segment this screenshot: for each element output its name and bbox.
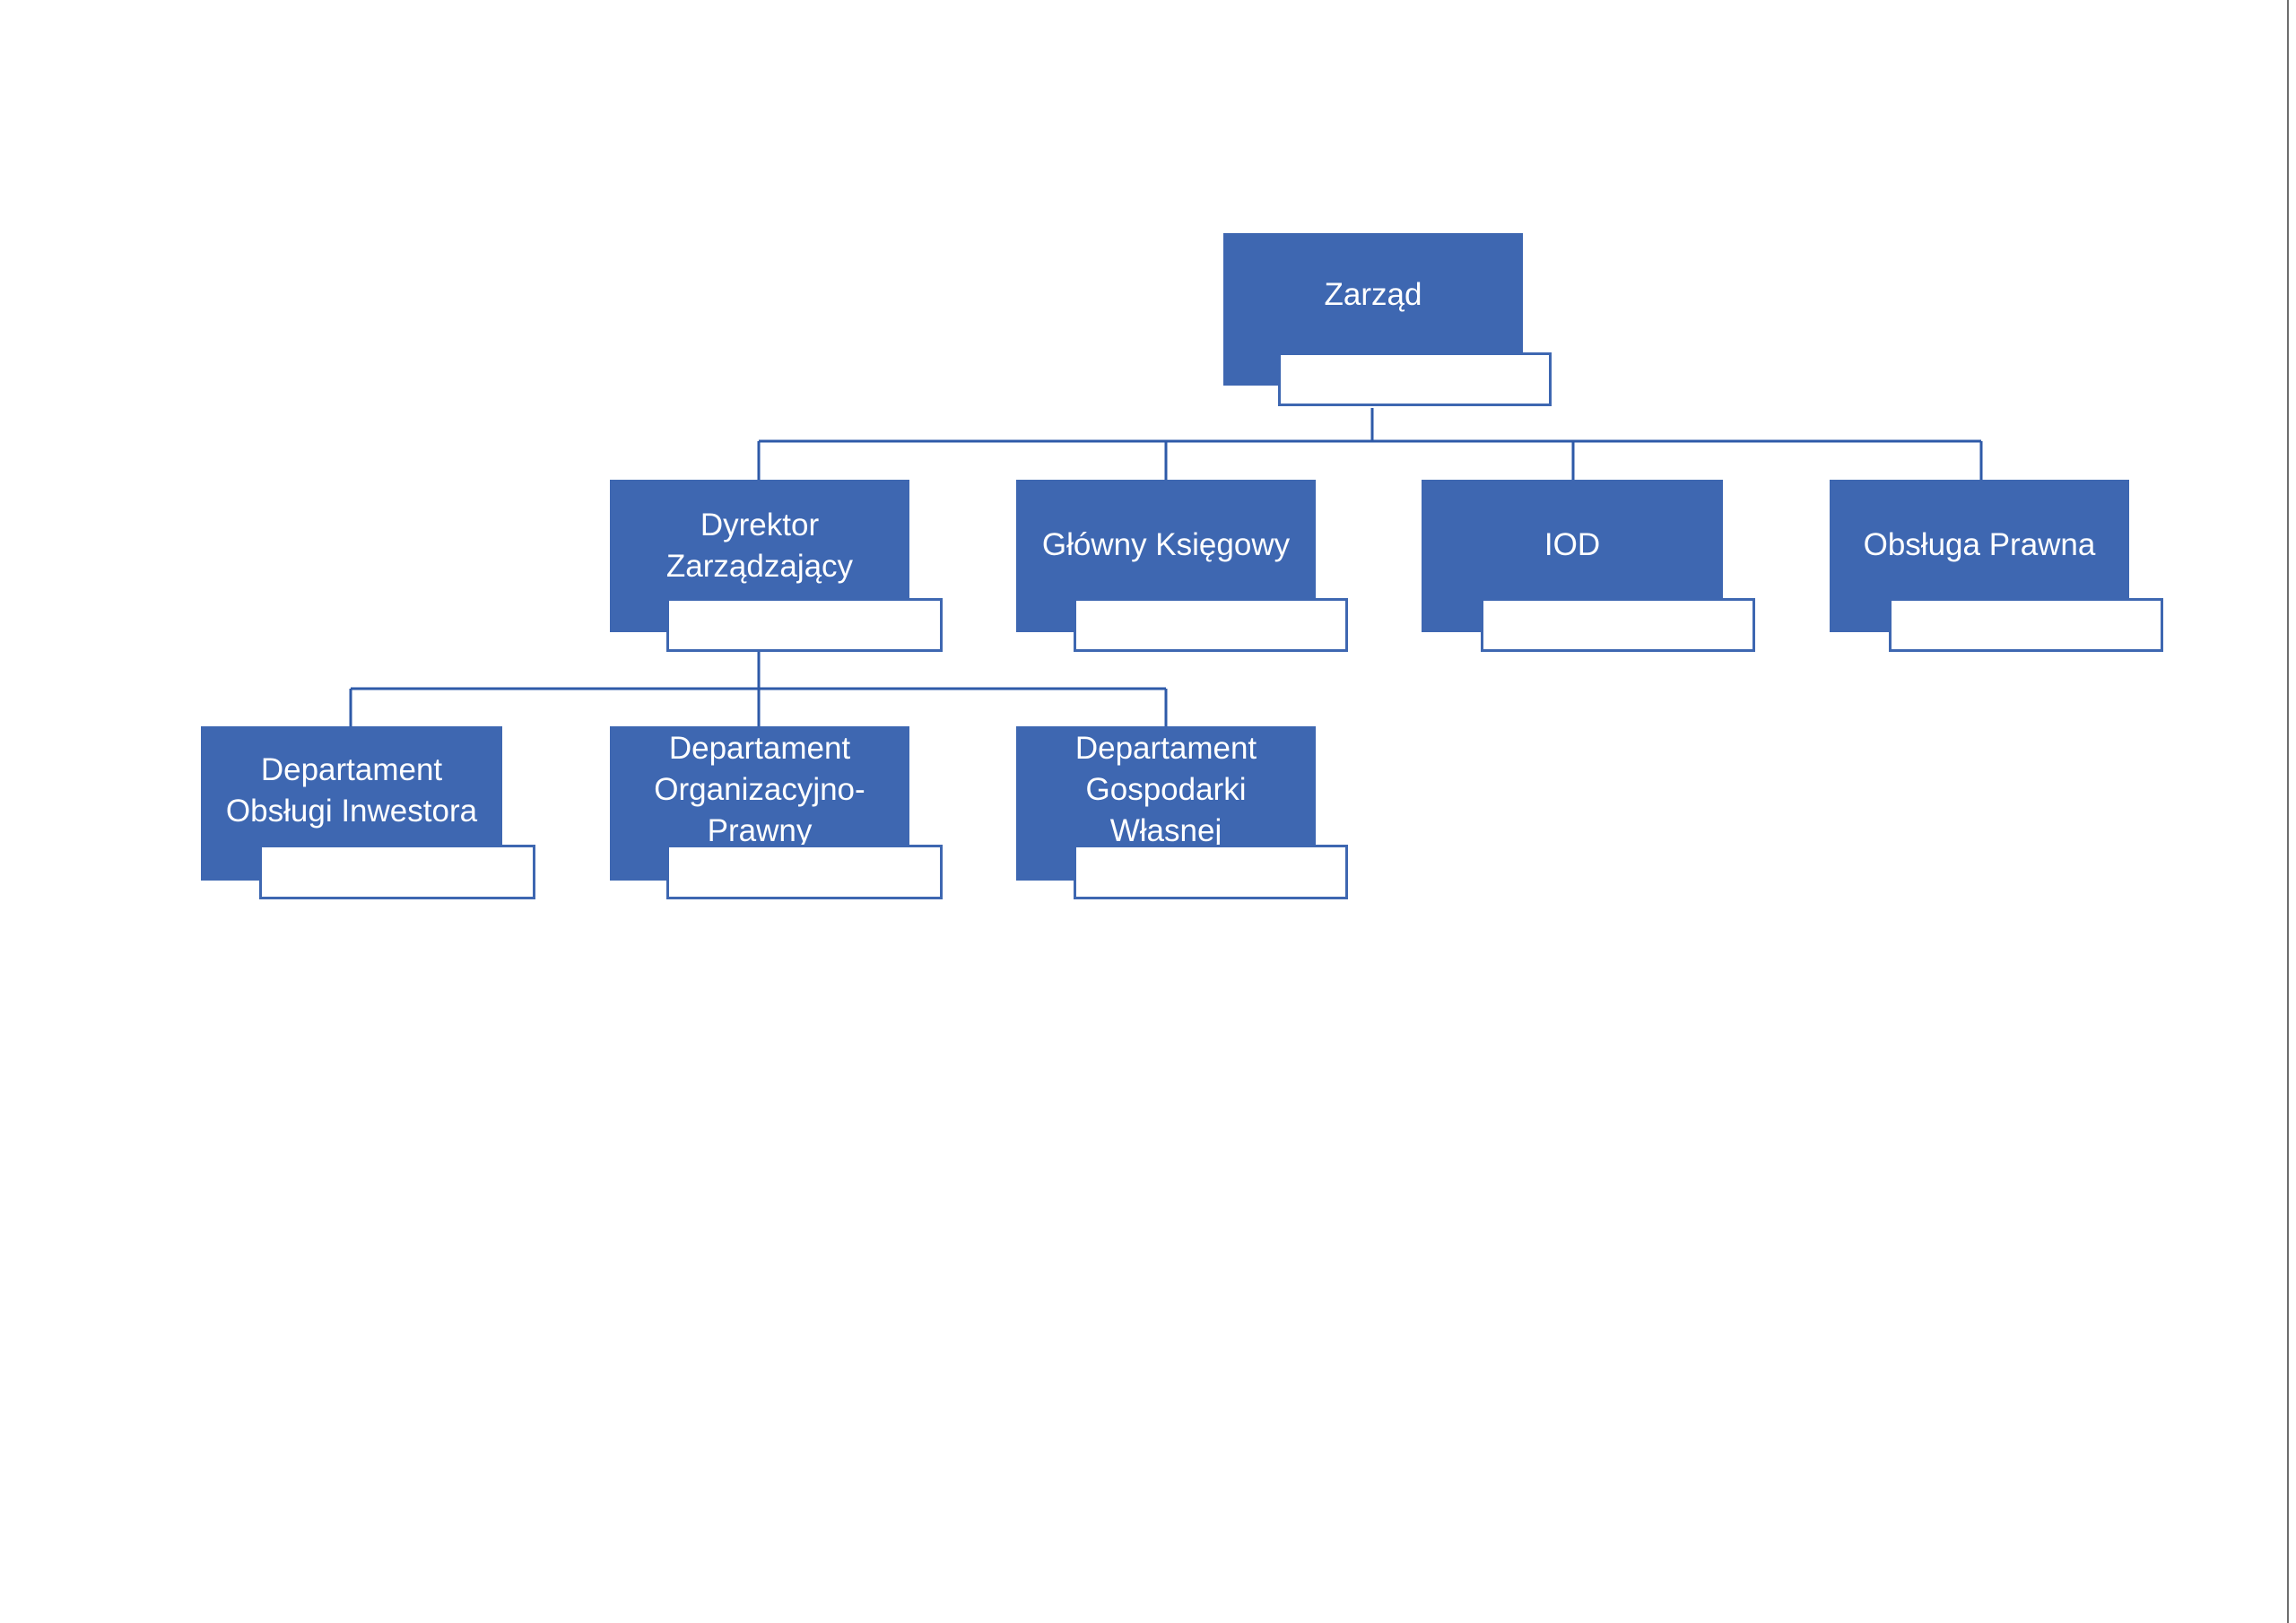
node-departament-gospodarki-wlasnej-label: Departament Gospodarki Własnej [1074,731,1257,848]
node-glowny-ksiegowy-subbox [1074,598,1348,652]
node-glowny-ksiegowy-label: Główny Księgowy [1041,527,1291,562]
node-iod-subbox [1481,598,1755,652]
scan-page-edge [2287,0,2289,1623]
node-departament-organizacyjno-prawny-label: Departament Organizacyjno- Prawny [654,731,865,848]
node-dyrektor-zarzadzajacy-label: Dyrektor Zarządzający [665,508,854,584]
node-iod-label: IOD [1544,527,1601,562]
node-departament-gospodarki-wlasnej-subbox [1074,845,1348,899]
node-obsluga-prawna-subbox [1889,598,2163,652]
node-departament-organizacyjno-prawny-subbox [666,845,943,899]
node-zarzad-label: Zarząd [1324,277,1422,312]
node-zarzad-subbox [1278,352,1552,406]
node-dyrektor-zarzadzajacy-subbox [666,598,943,652]
node-departament-obslugi-inwestora-subbox [259,845,535,899]
node-obsluga-prawna-label: Obsługa Prawna [1863,527,2096,562]
node-departament-obslugi-inwestora-label: Departament Obsługi Inwestora [225,752,478,829]
